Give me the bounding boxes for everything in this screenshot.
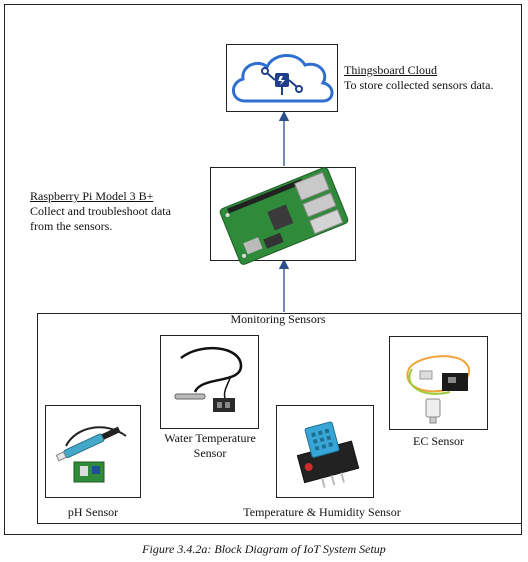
temp-humidity-label: Temperature & Humidity Sensor [243,505,401,519]
water-temp-label-line1: Water Temperature [164,431,256,445]
raspberry-line2: from the sensors. [30,219,113,233]
ph-sensor-label: pH Sensor [67,505,119,519]
raspberry-pi-board [219,167,349,265]
water-temp-sensor-image-box [160,335,259,429]
cloud-title: Thingsboard Cloud [344,63,437,77]
cloud-icon [232,54,334,103]
raspberry-pi-box [210,167,356,265]
diagram-frame [4,4,522,535]
figure-caption: Figure 3.4.2a: Block Diagram of IoT Syst… [142,542,386,556]
raspberry-title: Raspberry Pi Model 3 B+ [30,189,154,203]
raspberry-line1: Collect and troubleshoot data [30,204,171,218]
ph-sensor-image-box [45,405,141,498]
cloud-description: To store collected sensors data. [344,78,494,92]
ec-probe [406,355,471,424]
dht-sensor-image-box [276,405,374,498]
chip-icon [261,67,303,95]
ec-sensor-image-box [389,336,488,430]
ph-probe [55,426,127,483]
dht-sensor [296,421,360,488]
monitoring-title: Monitoring Sensors [230,312,326,326]
cloud-box [226,44,338,112]
temperature-probe [174,346,243,412]
ec-sensor-label: EC Sensor [413,434,464,448]
water-temp-label-line2: Sensor [193,446,227,460]
